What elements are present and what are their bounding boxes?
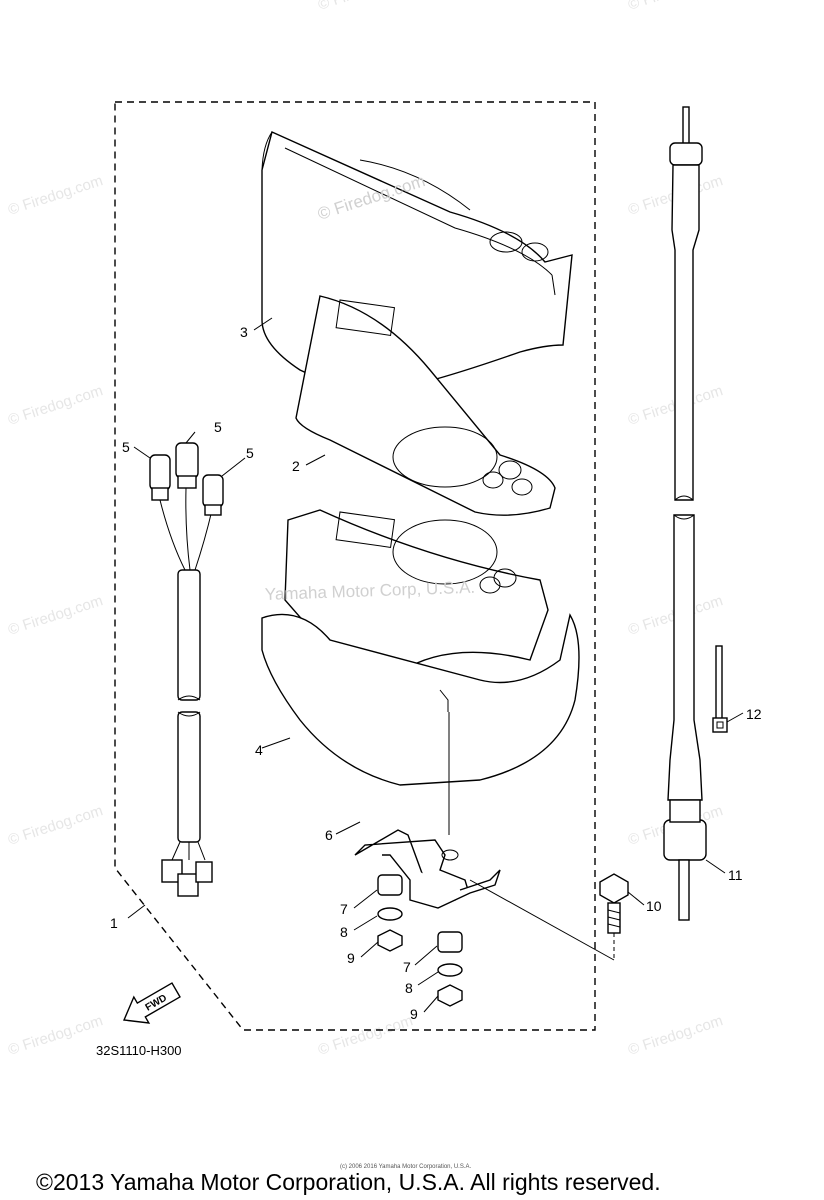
watermark: © Firedog.com (6, 172, 105, 219)
watermark: © Firedog.com (626, 1012, 725, 1059)
callout-8[interactable]: 8 (340, 924, 348, 940)
watermark: © Firedog.com (626, 0, 725, 14)
callout-8[interactable]: 8 (405, 980, 413, 996)
assembly-boundary (114, 101, 596, 1031)
fastener-set-left (377, 874, 403, 952)
watermark: © Firedog.com (6, 1012, 105, 1059)
callout-5[interactable]: 5 (122, 439, 130, 455)
callout-leaders (127, 317, 744, 1013)
footer-copyright: ©2013 Yamaha Motor Corporation, U.S.A. A… (36, 1169, 661, 1195)
part-1-wire-harness (159, 487, 213, 897)
callout-3[interactable]: 3 (240, 324, 248, 340)
callout-10[interactable]: 10 (646, 898, 662, 914)
watermark: © Firedog.com (6, 592, 105, 639)
callout-12[interactable]: 12 (746, 706, 762, 722)
watermark: © Firedog.com (6, 802, 105, 849)
callout-2[interactable]: 2 (292, 458, 300, 474)
callout-6[interactable]: 6 (325, 827, 333, 843)
diagram-code: 32S1110-H300 (96, 1043, 182, 1058)
part-5-bulb-set (149, 442, 224, 516)
callout-7[interactable]: 7 (403, 959, 411, 975)
callout-9[interactable]: 9 (410, 1006, 418, 1022)
part-12-cable-tie (712, 645, 728, 733)
part-4-meter-assembly (261, 509, 580, 786)
watermark: © Firedog.com (6, 382, 105, 429)
watermark: © Firedog.com (316, 0, 415, 14)
part-3-meter-cover (261, 131, 573, 389)
part-11-speedometer-cable (663, 106, 707, 921)
fastener-set-right (437, 931, 463, 1007)
fwd-arrow-icon: FWD (123, 982, 181, 1024)
callout-9[interactable]: 9 (347, 950, 355, 966)
callout-5[interactable]: 5 (246, 445, 254, 461)
callout-1[interactable]: 1 (110, 915, 118, 931)
watermark: © Firedog.com (316, 1012, 415, 1059)
part-6-bracket (354, 829, 501, 909)
callout-5[interactable]: 5 (214, 419, 222, 435)
callout-4[interactable]: 4 (255, 742, 263, 758)
callout-7[interactable]: 7 (340, 901, 348, 917)
tiny-copyright: (c) 2006 2016 Yamaha Motor Corporation, … (340, 1164, 472, 1170)
part-10-bolt (469, 873, 629, 961)
part-2-meter-panel (295, 295, 556, 516)
callout-11[interactable]: 11 (728, 867, 743, 883)
